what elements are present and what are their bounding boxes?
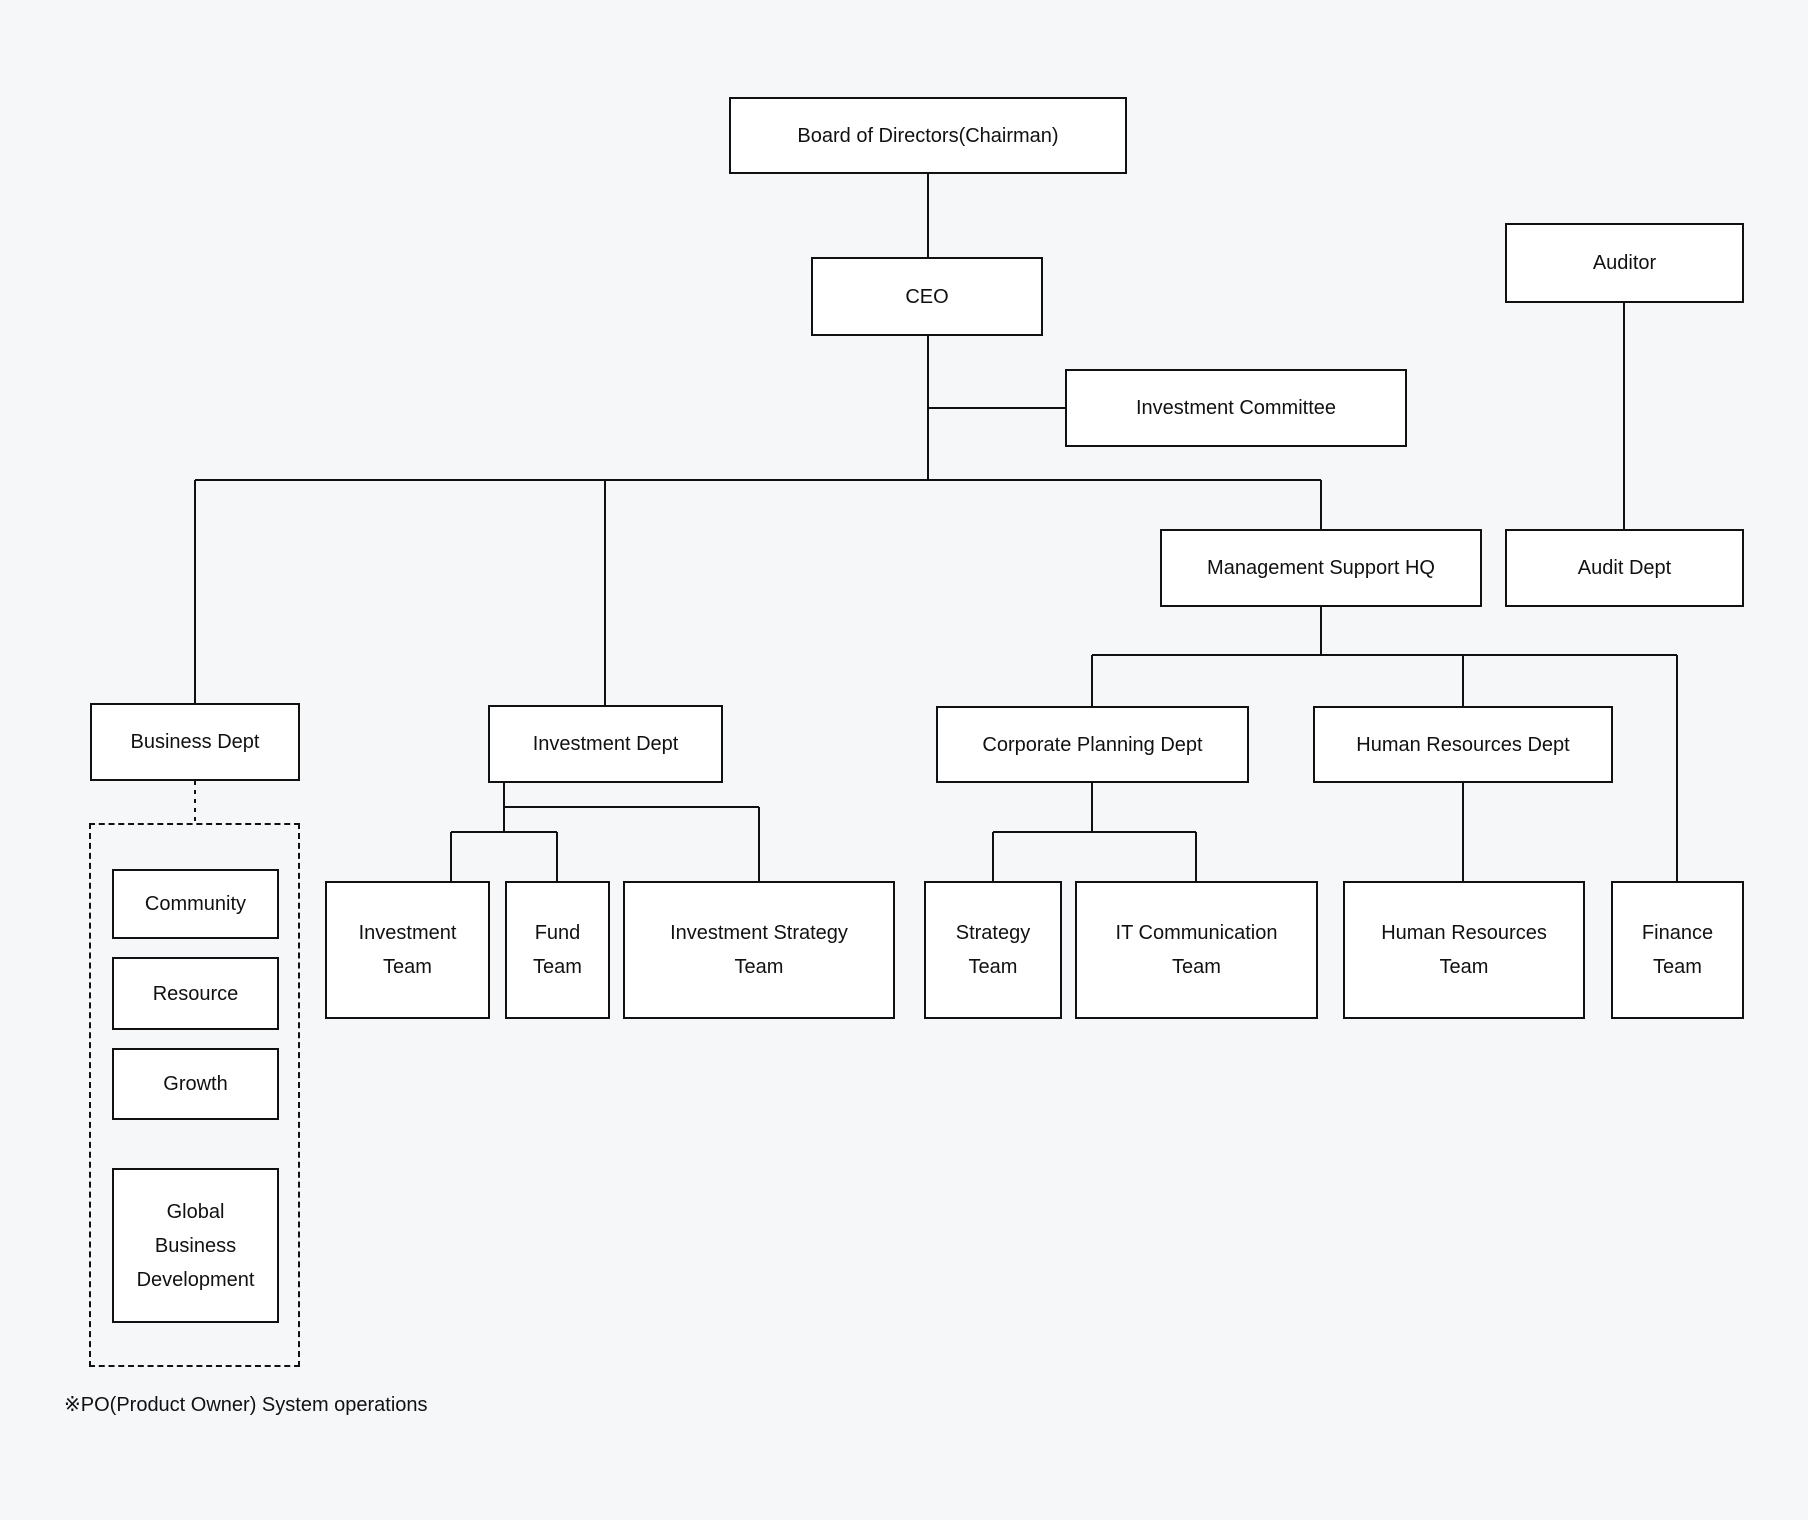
org-node-investment-committee: Investment Committee xyxy=(1065,369,1407,447)
org-node-it-communication-team: IT Communication Team xyxy=(1075,881,1318,1019)
footer-note: ※PO(Product Owner) System operations xyxy=(64,1394,428,1416)
org-node-growth: Growth xyxy=(112,1048,279,1120)
org-node-corporate-planning-dept: Corporate Planning Dept xyxy=(936,706,1249,783)
org-node-community: Community xyxy=(112,869,279,939)
org-node-investment-team: Investment Team xyxy=(325,881,490,1019)
org-node-audit-dept: Audit Dept xyxy=(1505,529,1744,607)
org-node-investment-strategy-team: Investment Strategy Team xyxy=(623,881,895,1019)
org-node-board-of-directors: Board of Directors(Chairman) xyxy=(729,97,1127,174)
org-node-strategy-team: Strategy Team xyxy=(924,881,1062,1019)
org-node-global-business-development: Global Business Development xyxy=(112,1168,279,1323)
org-node-human-resources-dept: Human Resources Dept xyxy=(1313,706,1613,783)
org-node-investment-dept: Investment Dept xyxy=(488,705,723,783)
org-node-auditor: Auditor xyxy=(1505,223,1744,303)
org-node-business-sub-group xyxy=(89,823,300,1367)
org-node-ceo: CEO xyxy=(811,257,1043,336)
org-node-business-dept: Business Dept xyxy=(90,703,300,781)
org-node-finance-team: Finance Team xyxy=(1611,881,1744,1019)
org-node-fund-team: Fund Team xyxy=(505,881,610,1019)
org-node-resource: Resource xyxy=(112,957,279,1030)
org-node-management-support-hq: Management Support HQ xyxy=(1160,529,1482,607)
org-node-human-resources-team: Human Resources Team xyxy=(1343,881,1585,1019)
